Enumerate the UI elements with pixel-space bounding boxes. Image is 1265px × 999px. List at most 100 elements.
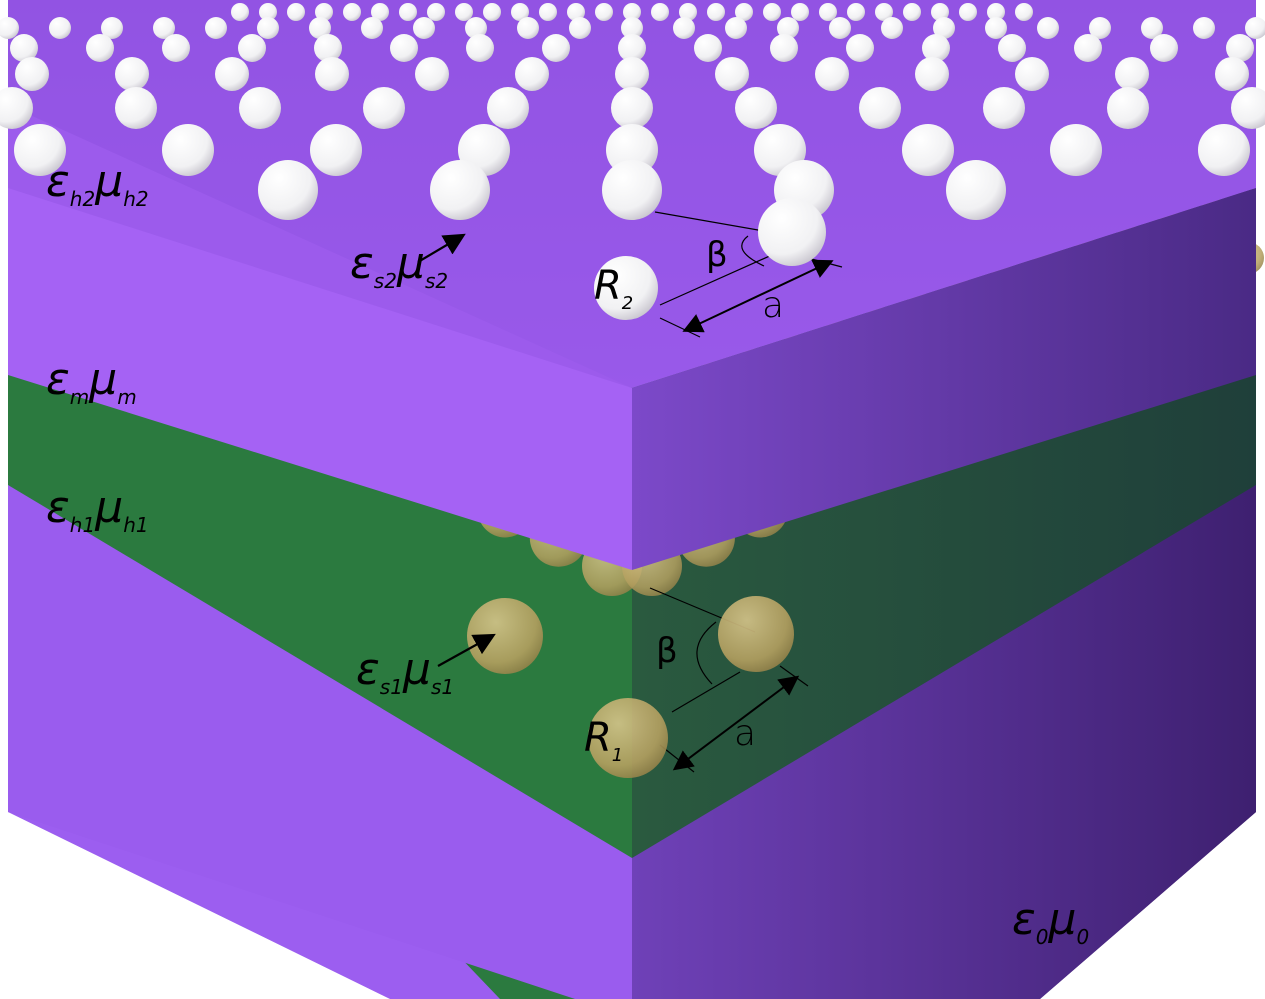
white-sphere xyxy=(1115,57,1149,91)
white-sphere xyxy=(1150,34,1178,62)
white-sphere xyxy=(287,3,305,21)
white-sphere xyxy=(1141,17,1163,39)
white-sphere xyxy=(815,57,849,91)
white-sphere xyxy=(725,17,747,39)
label-s1: εs1μs1 xyxy=(356,644,455,699)
white-sphere xyxy=(602,160,662,220)
white-sphere xyxy=(1231,87,1265,129)
label-h1: εh1μh1 xyxy=(46,482,149,537)
white-sphere xyxy=(371,3,389,21)
white-sphere xyxy=(314,34,342,62)
white-sphere xyxy=(0,87,33,129)
white-sphere xyxy=(309,17,331,39)
white-sphere xyxy=(881,17,903,39)
white-sphere xyxy=(829,17,851,39)
white-sphere xyxy=(715,57,749,91)
white-sphere xyxy=(517,17,539,39)
white-sphere xyxy=(673,17,695,39)
white-sphere xyxy=(542,34,570,62)
radius-r2: R2 xyxy=(594,263,634,314)
white-sphere xyxy=(10,34,38,62)
white-sphere xyxy=(694,34,722,62)
white-sphere xyxy=(1193,17,1215,39)
white-sphere xyxy=(238,34,266,62)
white-sphere xyxy=(0,17,19,39)
white-sphere xyxy=(239,87,281,129)
white-sphere xyxy=(735,3,753,21)
white-sphere xyxy=(153,17,175,39)
white-sphere xyxy=(511,3,529,21)
white-sphere xyxy=(1015,57,1049,91)
sphere-r2 xyxy=(594,256,658,320)
white-sphere xyxy=(859,87,901,129)
top-layer-side xyxy=(632,188,1256,570)
white-sphere xyxy=(390,34,418,62)
white-sphere xyxy=(258,160,318,220)
white-sphere xyxy=(902,124,954,176)
top-sphere-lattice xyxy=(0,3,1265,220)
white-sphere xyxy=(1074,34,1102,62)
white-sphere xyxy=(361,17,383,39)
white-sphere xyxy=(615,57,649,91)
white-sphere xyxy=(515,57,549,91)
white-sphere xyxy=(569,17,591,39)
white-sphere xyxy=(101,17,123,39)
white-sphere xyxy=(1226,34,1254,62)
white-sphere xyxy=(791,3,809,21)
white-sphere xyxy=(595,3,613,21)
white-sphere xyxy=(231,3,249,21)
bottom-lattice-annotation xyxy=(437,587,809,778)
white-sphere xyxy=(1198,124,1250,176)
white-sphere xyxy=(15,57,49,91)
white-sphere xyxy=(777,17,799,39)
white-sphere xyxy=(49,17,71,39)
sphere-top-neighbor xyxy=(758,198,826,266)
white-sphere xyxy=(257,17,279,39)
white-sphere xyxy=(315,57,349,91)
white-sphere xyxy=(959,3,977,21)
white-sphere xyxy=(413,17,435,39)
white-sphere xyxy=(415,57,449,91)
white-sphere xyxy=(86,34,114,62)
white-sphere xyxy=(427,3,445,21)
angle-beta-bottom: β xyxy=(656,631,678,671)
white-sphere xyxy=(162,34,190,62)
white-sphere xyxy=(465,17,487,39)
white-sphere xyxy=(430,160,490,220)
sphere-s1 xyxy=(467,598,543,674)
label-h2: εh2μh2 xyxy=(46,156,149,211)
white-sphere xyxy=(987,3,1005,21)
label-m: εmμm xyxy=(46,354,137,409)
white-sphere xyxy=(983,87,1025,129)
white-sphere xyxy=(931,3,949,21)
white-sphere xyxy=(621,17,643,39)
white-sphere xyxy=(985,17,1007,39)
top-lattice-annotation xyxy=(417,198,843,338)
white-sphere xyxy=(735,87,777,129)
white-sphere xyxy=(875,3,893,21)
white-sphere xyxy=(946,160,1006,220)
white-sphere xyxy=(1050,124,1102,176)
white-sphere xyxy=(487,87,529,129)
white-sphere xyxy=(115,87,157,129)
white-sphere xyxy=(483,3,501,21)
white-sphere xyxy=(998,34,1026,62)
white-sphere xyxy=(215,57,249,91)
angle-beta-top: β xyxy=(706,235,728,275)
white-sphere xyxy=(1245,17,1265,39)
white-sphere xyxy=(763,3,781,21)
white-sphere xyxy=(14,124,66,176)
white-sphere xyxy=(846,34,874,62)
spacing-a-bottom: a xyxy=(734,713,757,754)
white-sphere xyxy=(819,3,837,21)
white-sphere xyxy=(315,3,333,21)
white-sphere xyxy=(611,87,653,129)
white-sphere xyxy=(651,3,669,21)
white-sphere xyxy=(567,3,585,21)
white-sphere xyxy=(1015,3,1033,21)
white-sphere xyxy=(162,124,214,176)
white-sphere xyxy=(539,3,557,21)
white-sphere xyxy=(922,34,950,62)
white-sphere xyxy=(933,17,955,39)
